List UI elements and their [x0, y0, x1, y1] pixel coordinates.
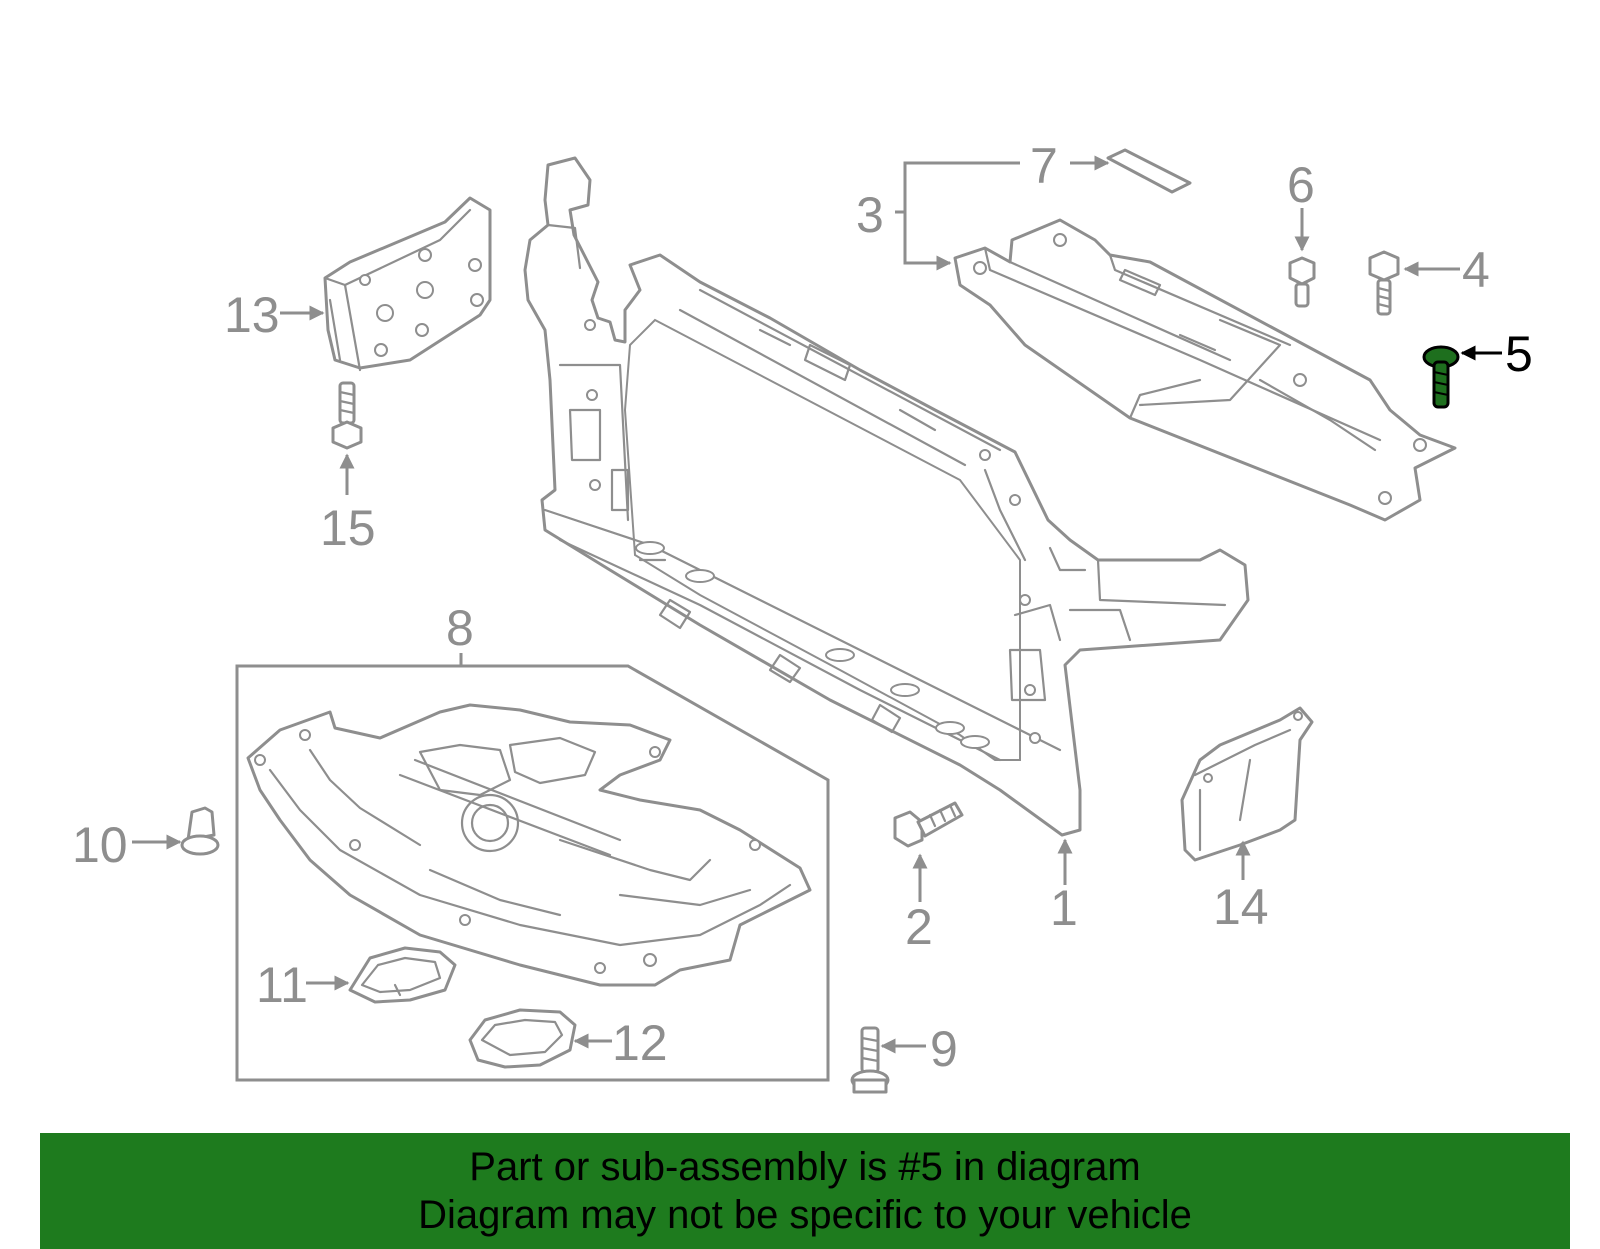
- callout-6: 6: [1287, 157, 1315, 213]
- bolt-15[interactable]: [331, 381, 363, 450]
- bolt-9[interactable]: [850, 1026, 890, 1094]
- callout-15: 15: [320, 500, 376, 556]
- leader-lines: [132, 155, 1502, 1054]
- undercover-assembly[interactable]: [235, 664, 830, 1082]
- callout-10: 10: [72, 817, 128, 873]
- callout-12: 12: [612, 1015, 668, 1071]
- callout-3: 3: [856, 187, 884, 243]
- callout-11: 11: [256, 957, 308, 1013]
- info-banner: Part or sub-assembly is #5 in diagram Di…: [40, 1133, 1570, 1249]
- callout-14: 14: [1213, 879, 1269, 935]
- bolt-5-highlighted[interactable]: [1422, 345, 1460, 409]
- banner-line-2: Diagram may not be specific to your vehi…: [418, 1193, 1192, 1237]
- side-deflector[interactable]: [1180, 706, 1314, 862]
- warning-label[interactable]: [1106, 148, 1192, 194]
- callout-9: 9: [930, 1021, 958, 1077]
- bolt-6[interactable]: [1288, 256, 1316, 308]
- bolt-4[interactable]: [1368, 250, 1400, 316]
- bolt-2[interactable]: [893, 801, 964, 848]
- clip-10[interactable]: [180, 806, 220, 856]
- callout-labels: 1 2 3 4 5 6 7 8 9 10 11 12 13 14 15: [72, 138, 1533, 1077]
- drain-plug-cover-11[interactable]: [348, 946, 457, 1004]
- callout-2: 2: [905, 899, 933, 955]
- upper-cover[interactable]: [953, 218, 1457, 522]
- callout-13: 13: [224, 287, 280, 343]
- callout-7: 7: [1030, 138, 1058, 194]
- drain-plug-cover-12[interactable]: [468, 1008, 577, 1069]
- side-bracket[interactable]: [323, 196, 492, 372]
- callout-5: 5: [1505, 326, 1533, 382]
- banner-line-1: Part or sub-assembly is #5 in diagram: [469, 1145, 1141, 1189]
- radiator-support-frame[interactable]: [523, 156, 1250, 837]
- callout-1: 1: [1050, 880, 1078, 936]
- callout-4: 4: [1462, 242, 1490, 298]
- callout-8: 8: [446, 600, 474, 656]
